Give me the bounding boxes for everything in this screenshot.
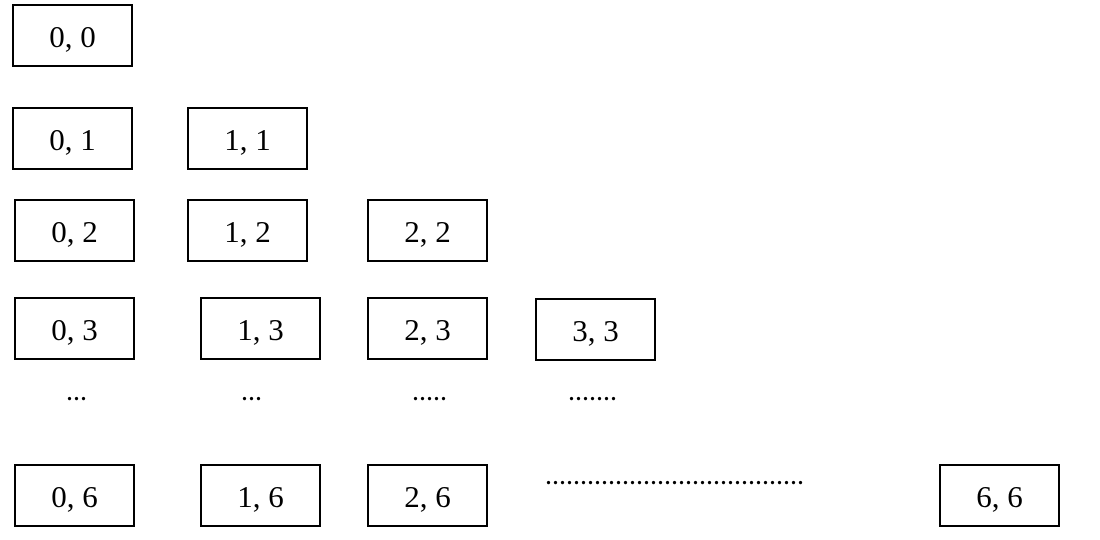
tile-0-2: 0, 2 — [14, 199, 135, 262]
ellipsis-col-3: ....... — [568, 376, 617, 407]
tile-3-3: 3, 3 — [535, 298, 656, 361]
tile-label: 0, 3 — [51, 312, 98, 347]
tile-label: 2, 2 — [404, 214, 451, 249]
tile-2-6: 2, 6 — [367, 464, 488, 527]
ellipsis-col-0: ... — [66, 376, 87, 407]
tile-label: 0, 6 — [51, 479, 98, 514]
tile-label: 1, 2 — [224, 214, 271, 249]
tile-label: 0, 0 — [49, 19, 96, 54]
tile-2-2: 2, 2 — [367, 199, 488, 262]
tile-0-1: 0, 1 — [12, 107, 133, 170]
tile-label: 1, 6 — [237, 479, 284, 514]
ellipsis-row-6-gap: ..................................... — [545, 460, 804, 491]
tile-1-1: 1, 1 — [187, 107, 308, 170]
tile-2-3: 2, 3 — [367, 297, 488, 360]
tile-1-6: 1, 6 — [200, 464, 321, 527]
tile-6-6: 6, 6 — [939, 464, 1060, 527]
ellipsis-col-1: ... — [241, 376, 262, 407]
tile-label: 0, 2 — [51, 214, 98, 249]
tile-label: 3, 3 — [572, 313, 619, 348]
tile-1-3: 1, 3 — [200, 297, 321, 360]
tile-0-6: 0, 6 — [14, 464, 135, 527]
tile-label: 1, 1 — [224, 122, 271, 157]
tile-0-3: 0, 3 — [14, 297, 135, 360]
tile-0-0: 0, 0 — [12, 4, 133, 67]
tile-1-2: 1, 2 — [187, 199, 308, 262]
ellipsis-col-2: ..... — [412, 376, 447, 407]
tile-label: 0, 1 — [49, 122, 96, 157]
tile-label: 2, 3 — [404, 312, 451, 347]
tile-label: 1, 3 — [237, 312, 284, 347]
tile-label: 2, 6 — [404, 479, 451, 514]
tile-label: 6, 6 — [976, 479, 1023, 514]
